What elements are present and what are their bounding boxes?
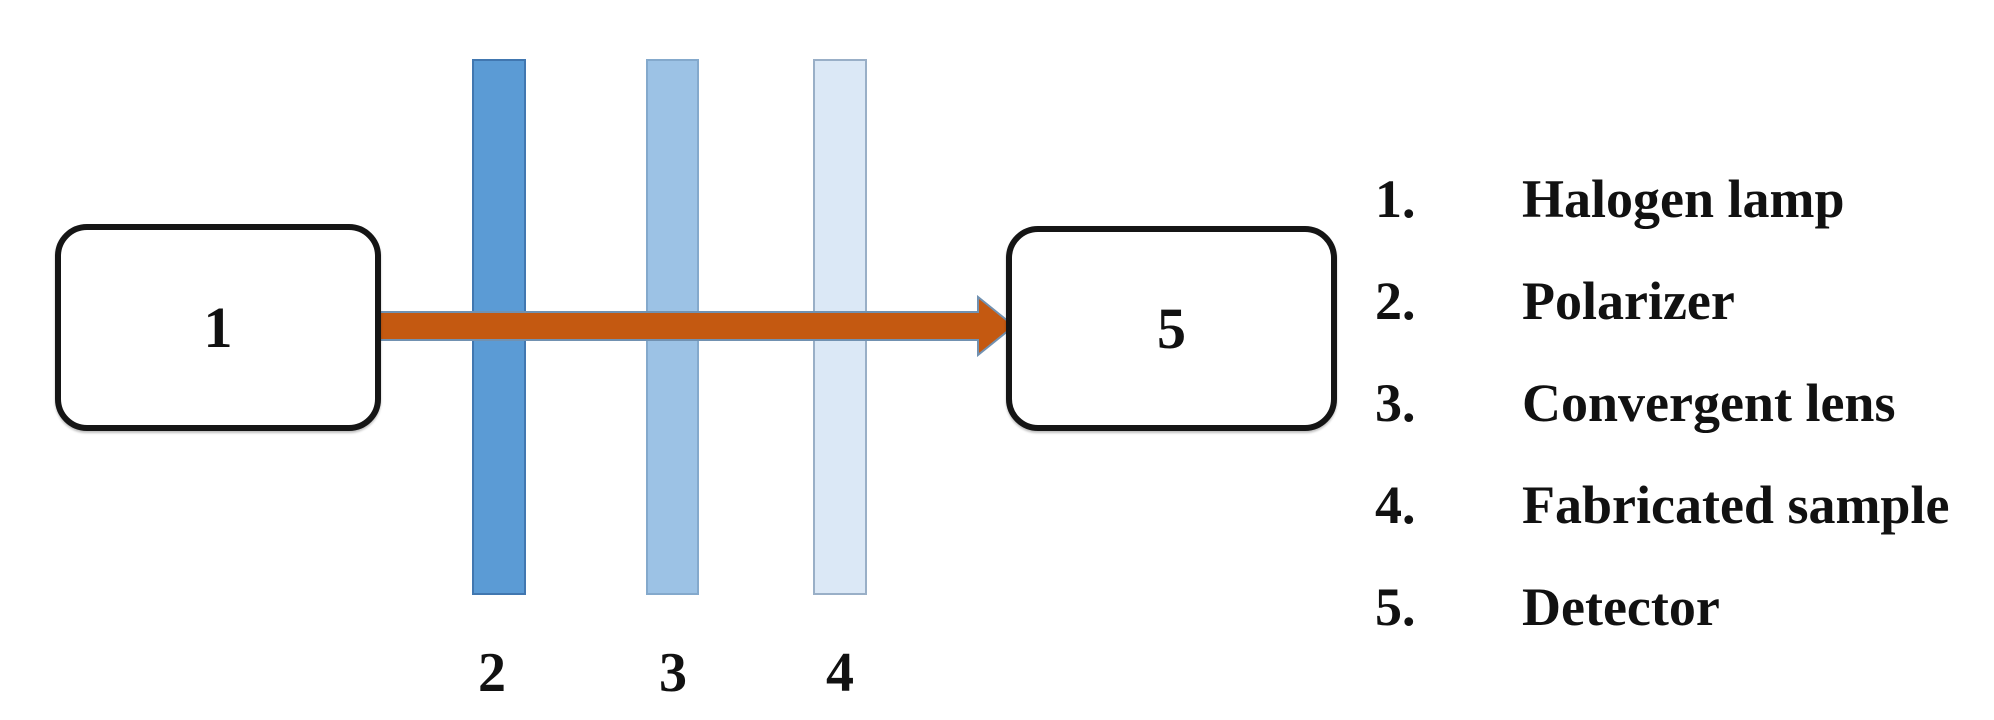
legend-item-detector: 5. Detector: [1375, 556, 1949, 658]
light-beam-arrow-icon: [376, 295, 1016, 357]
legend-number: 1.: [1375, 169, 1416, 229]
legend-item-halogen-lamp: 1. Halogen lamp: [1375, 148, 1949, 250]
legend-label: Convergent lens: [1522, 373, 1896, 433]
halogen-lamp-box: 1: [55, 224, 381, 431]
legend: 1. Halogen lamp 2. Polarizer 3. Converge…: [1375, 148, 1949, 658]
legend-number: 4.: [1375, 475, 1416, 535]
detector-box-label: 5: [1157, 295, 1186, 361]
legend-label: Fabricated sample: [1522, 475, 1950, 535]
legend-label: Halogen lamp: [1522, 169, 1845, 229]
fabricated-sample-bar-label: 4: [826, 642, 854, 704]
legend-item-fabricated-sample: 4. Fabricated sample: [1375, 454, 1949, 556]
legend-label: Polarizer: [1522, 271, 1735, 331]
legend-number: 5.: [1375, 577, 1416, 637]
convergent-lens-bar-label: 3: [659, 642, 687, 704]
legend-number: 2.: [1375, 271, 1416, 331]
legend-number: 3.: [1375, 373, 1416, 433]
halogen-lamp-box-label: 1: [203, 294, 233, 360]
legend-item-polarizer: 2. Polarizer: [1375, 250, 1949, 352]
legend-label: Detector: [1522, 577, 1720, 637]
legend-item-convergent-lens: 3. Convergent lens: [1375, 352, 1949, 454]
polarizer-bar-label: 2: [478, 642, 506, 704]
detector-box: 5: [1006, 226, 1337, 431]
